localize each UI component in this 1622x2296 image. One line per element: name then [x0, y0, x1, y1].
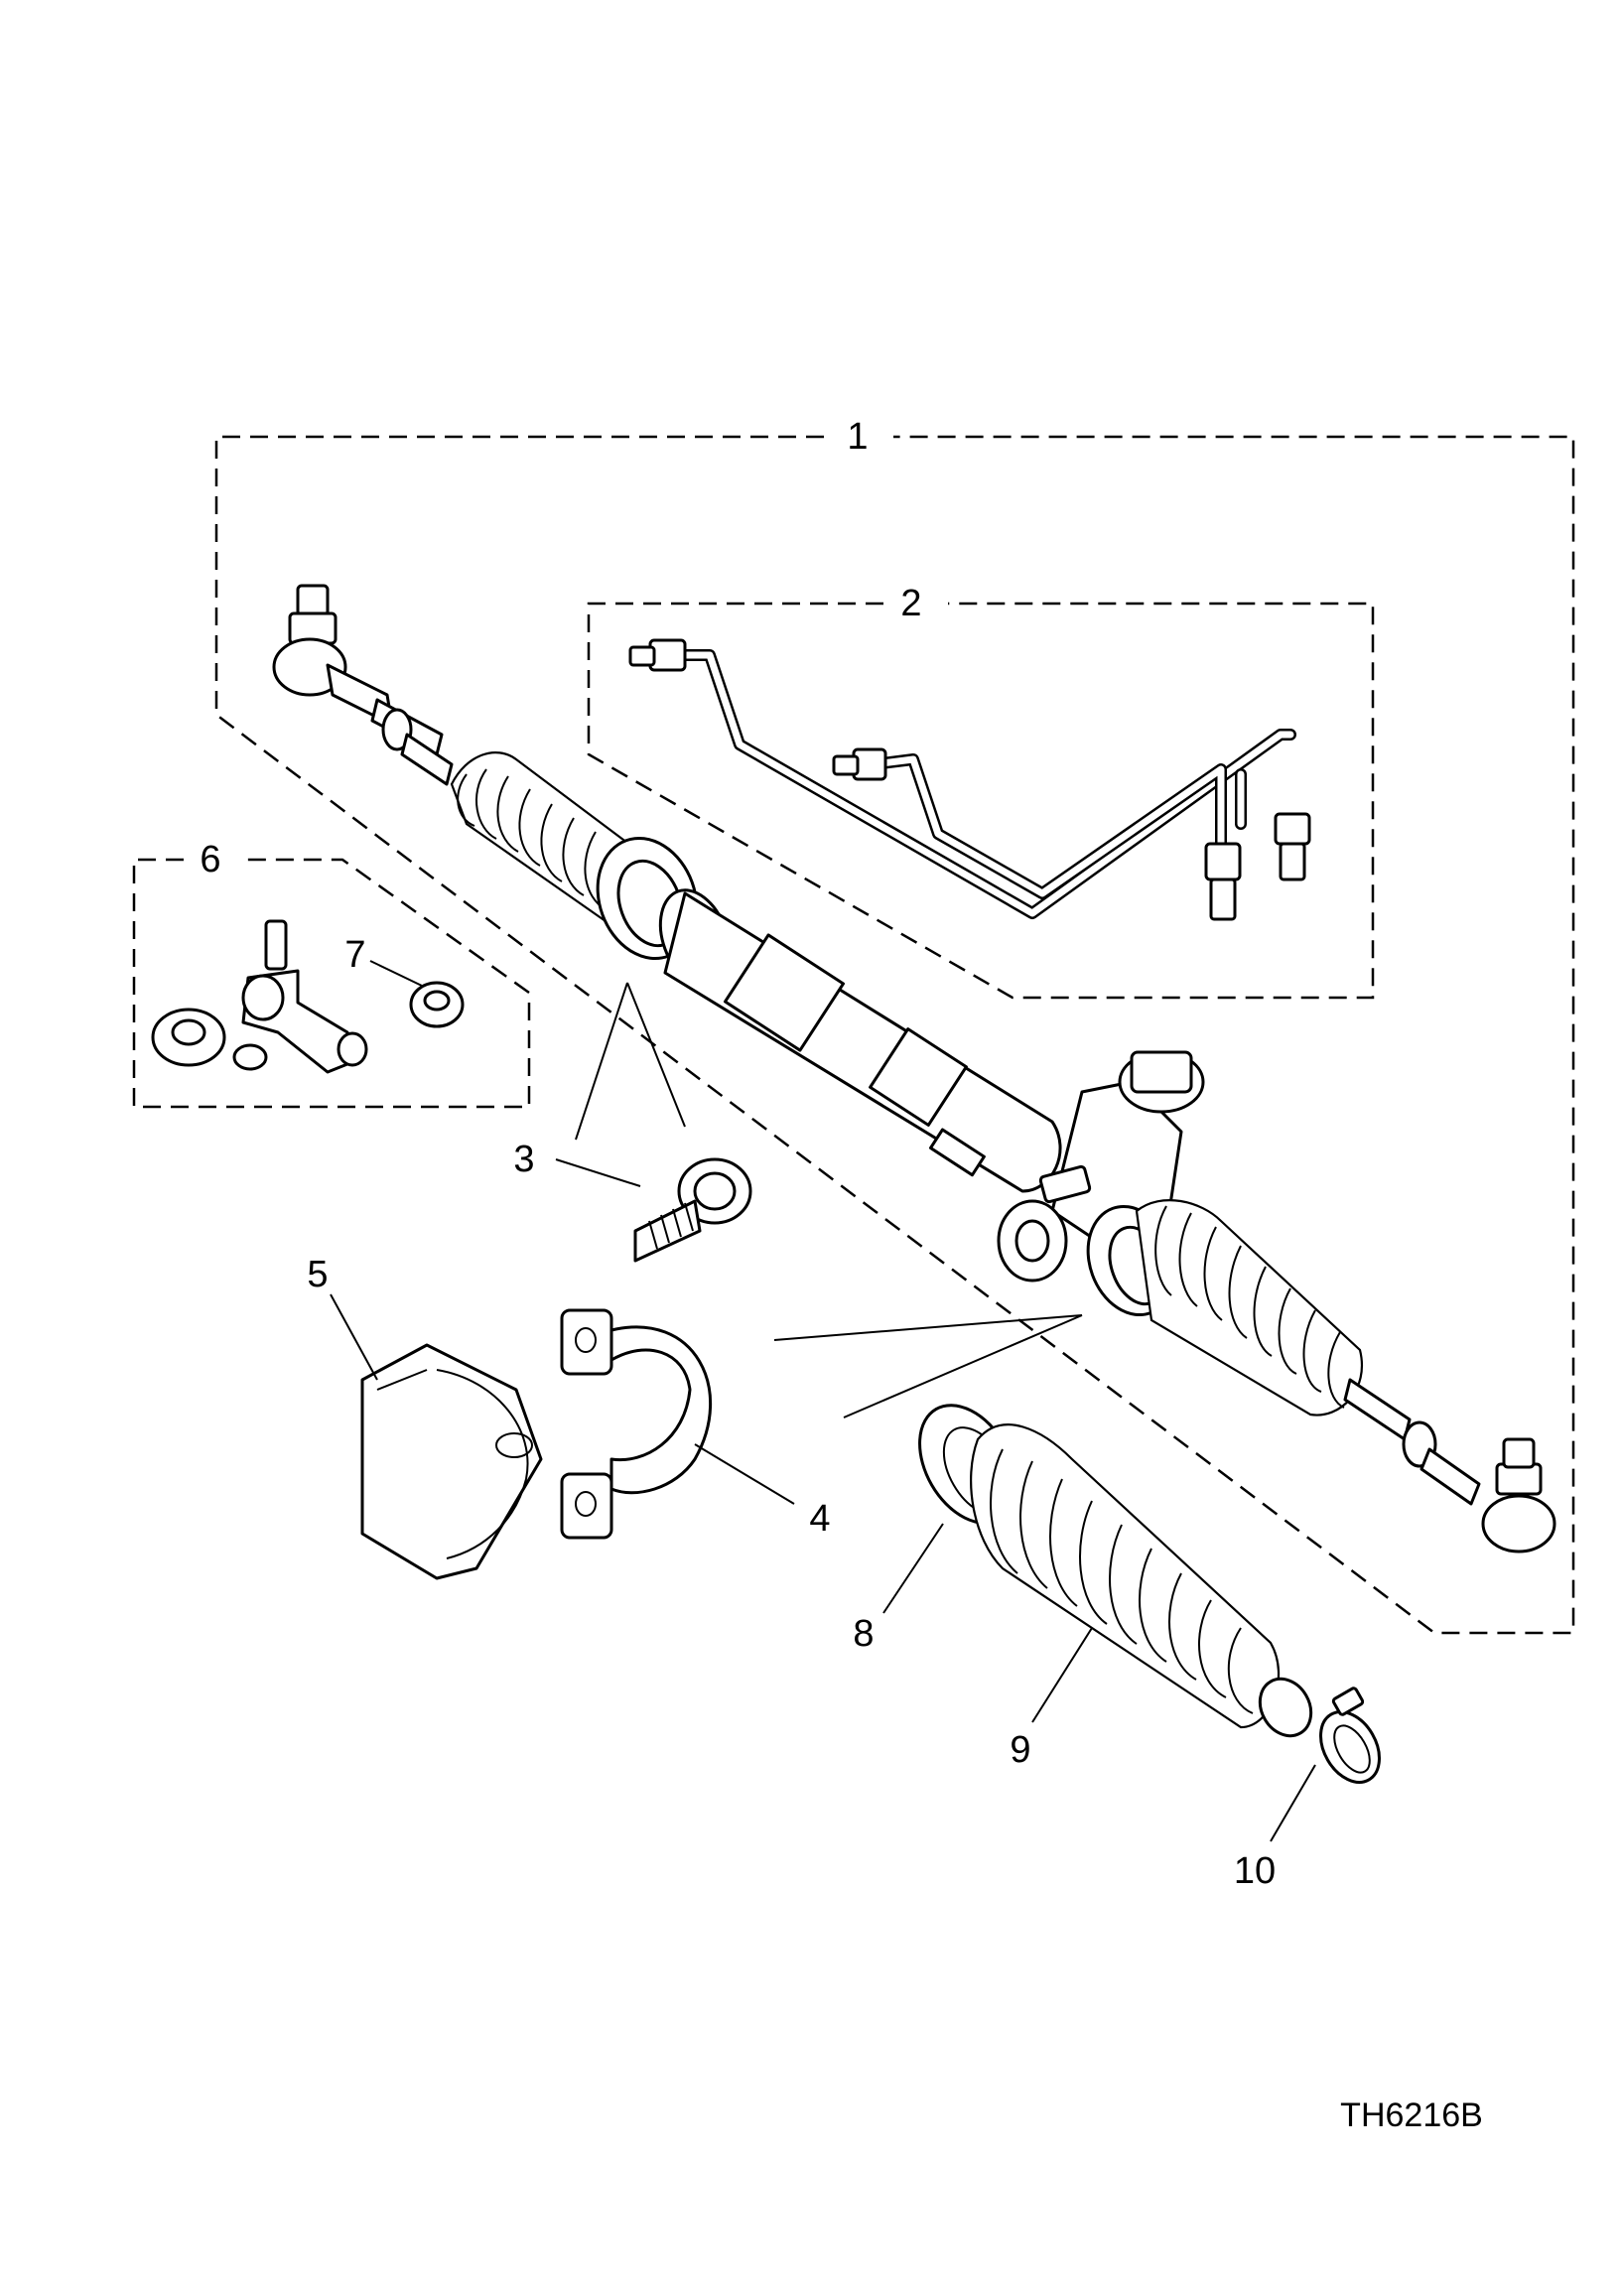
steering-rack-assembly [272, 584, 1556, 1553]
leader-lines [330, 960, 1316, 1842]
callout-3: 3 [513, 1139, 534, 1180]
group-box-2 [587, 602, 1375, 1000]
callout-1: 1 [847, 416, 868, 458]
callout-8: 8 [853, 1613, 874, 1655]
callout-10: 10 [1234, 1850, 1276, 1892]
drawing-reference: TH6216B [1340, 2096, 1483, 2134]
mounting-clamp [560, 1308, 712, 1540]
track-rod-nut [409, 981, 465, 1028]
callout-2: 2 [900, 583, 921, 624]
mounting-bush [360, 1343, 543, 1580]
group-box-6 [132, 858, 531, 1109]
callout-9: 9 [1010, 1729, 1030, 1771]
callout-4: 4 [809, 1498, 830, 1540]
right-track-rod-end [1343, 1378, 1556, 1553]
right-bellows [1135, 1199, 1363, 1417]
callout-7: 7 [344, 934, 365, 976]
fluid-pipes [628, 638, 1311, 921]
callout-6: 6 [200, 839, 220, 880]
steering-rack-boot [970, 1423, 1313, 1738]
boot-clip [1319, 1687, 1381, 1784]
track-rod-end-kit [151, 919, 368, 1074]
callout-5: 5 [307, 1254, 328, 1295]
mounting-bolt [633, 1157, 752, 1263]
left-track-rod-end [272, 584, 454, 786]
